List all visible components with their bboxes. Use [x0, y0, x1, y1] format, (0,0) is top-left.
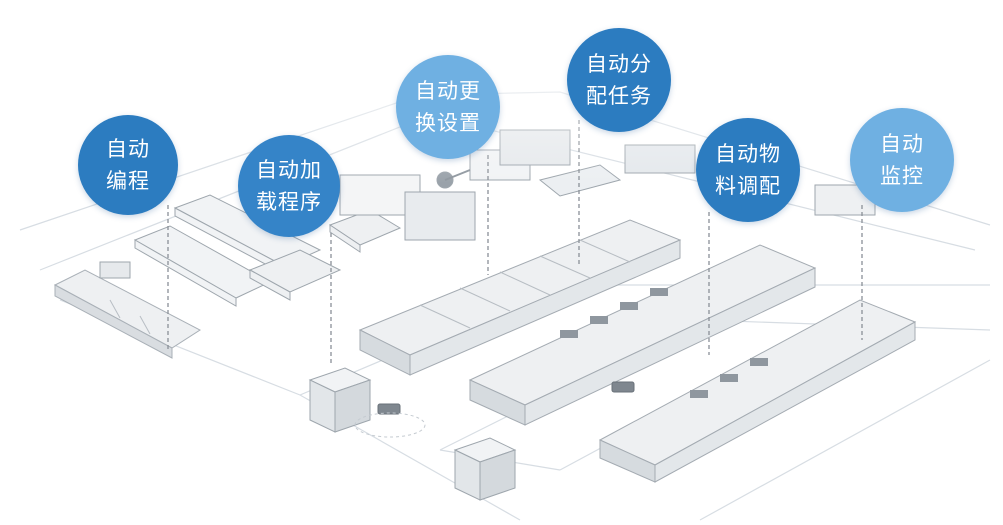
bubble-line1: 自动加: [256, 158, 322, 182]
bubble-line2: 载程序: [256, 190, 322, 214]
label-bubble-auto-task-dispatch: 自动分 配任务: [567, 28, 671, 132]
bubble-line1: 自动: [880, 132, 924, 156]
bubble-line1: 自动更: [415, 79, 481, 103]
bubble-line2: 监控: [880, 164, 924, 188]
bubble-line2: 料调配: [715, 174, 781, 198]
bubble-line2: 配任务: [586, 84, 652, 108]
bubble-line1: 自动: [106, 137, 150, 161]
label-bubble-auto-monitoring: 自动 监控: [850, 108, 954, 212]
bubble-line2: 编程: [106, 169, 150, 193]
label-bubble-auto-load-program: 自动加 载程序: [238, 135, 340, 237]
label-bubble-auto-changeover: 自动更 换设置: [396, 55, 500, 159]
bubble-line2: 换设置: [415, 111, 481, 135]
label-bubble-auto-programming: 自动 编程: [78, 115, 178, 215]
bubble-line1: 自动物: [715, 142, 781, 166]
bubble-line1: 自动分: [586, 52, 652, 76]
label-bubble-auto-material-allocation: 自动物 料调配: [696, 118, 800, 222]
